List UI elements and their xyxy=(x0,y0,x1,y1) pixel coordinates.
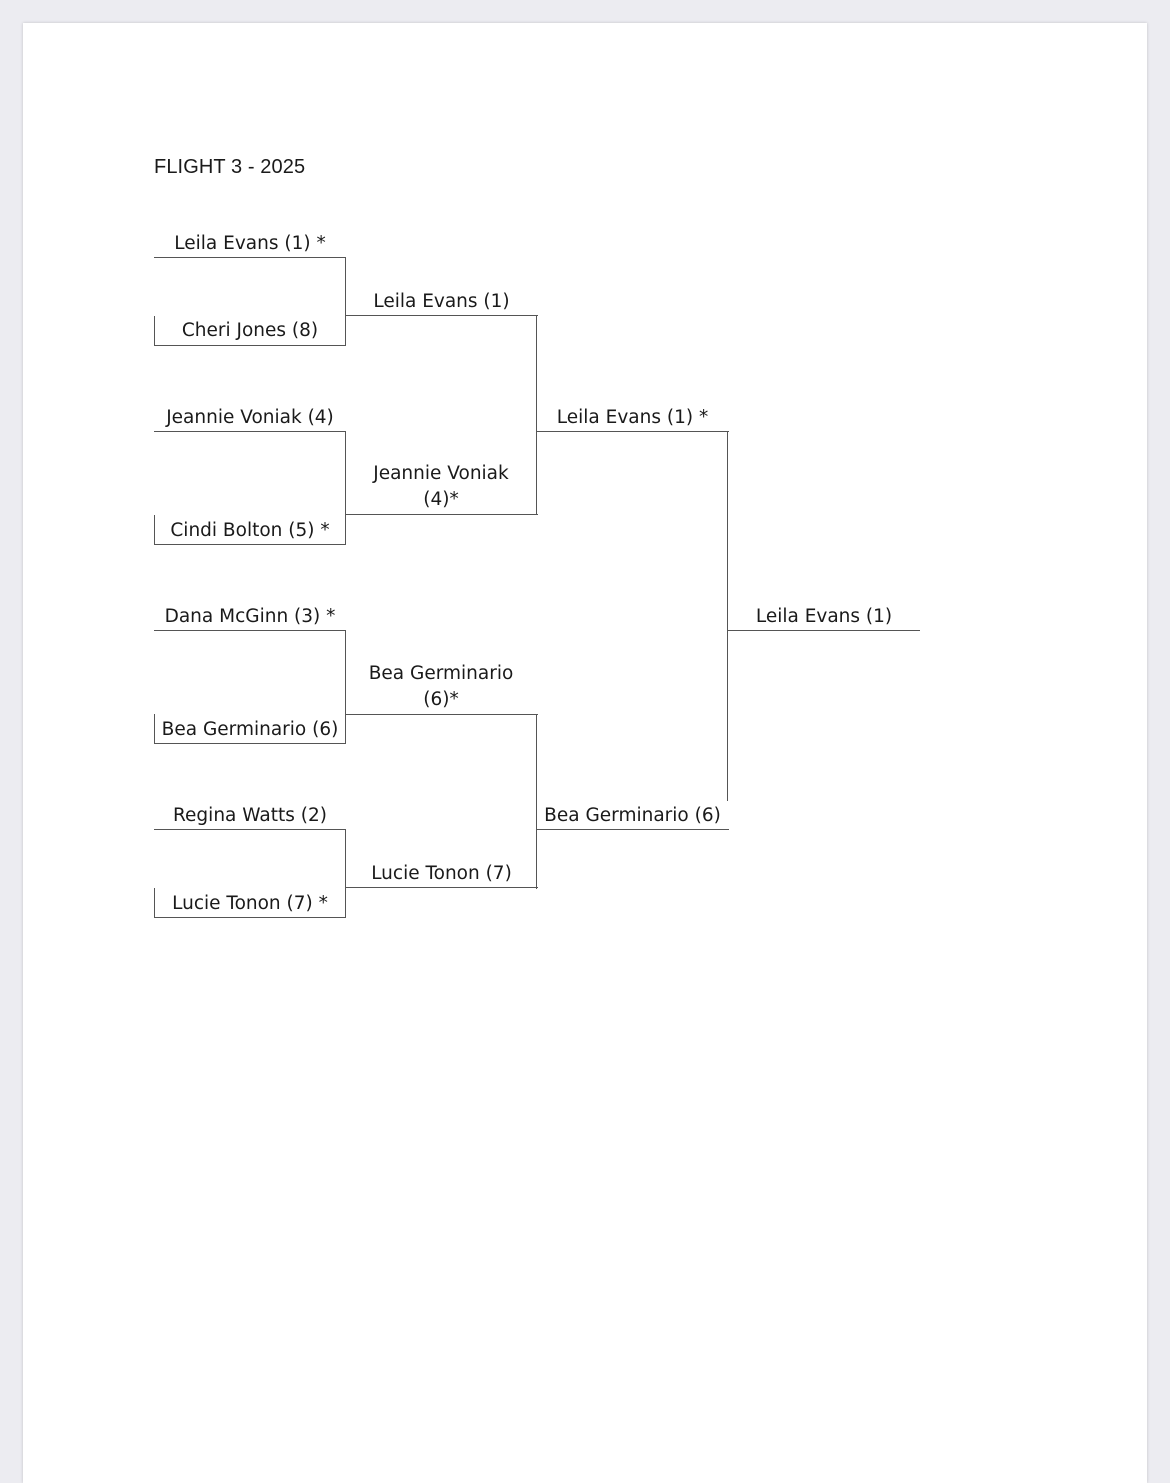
round1-entry: Cheri Jones (8) xyxy=(181,320,319,341)
round1-entry: Lucie Tonon (7) * xyxy=(172,893,328,914)
bracket-line xyxy=(346,315,538,317)
bracket-line xyxy=(346,514,538,516)
bracket-line xyxy=(154,888,156,918)
bracket-line xyxy=(536,315,538,515)
round1-entry: Jeannie Voniak (4) xyxy=(166,407,334,428)
round2-entry: Lucie Tonon (7) xyxy=(371,863,512,884)
round3-entry: Leila Evans (1) * xyxy=(556,407,709,428)
round1-entry: Leila Evans (1) * xyxy=(174,233,326,254)
bracket-line xyxy=(154,316,156,346)
bracket-line xyxy=(537,829,729,831)
bracket-line xyxy=(154,515,156,545)
round1-entry: Bea Germinario (6) xyxy=(161,719,339,740)
page-title: FLIGHT 3 - 2025 xyxy=(154,156,306,178)
bracket-line xyxy=(537,431,729,433)
bracket-line xyxy=(154,743,346,745)
bracket-line xyxy=(345,829,347,918)
round2-entry: Leila Evans (1) xyxy=(373,291,510,312)
bracket-line xyxy=(154,257,346,259)
bracket-line xyxy=(154,544,346,546)
round2-entry: Bea Germinario (6)* xyxy=(368,663,514,710)
bracket-line xyxy=(346,714,538,716)
round3-entry: Bea Germinario (6) xyxy=(544,805,721,826)
bracket-line xyxy=(728,630,920,632)
champion-entry: Leila Evans (1) xyxy=(755,606,893,627)
bracket-line xyxy=(346,887,538,889)
bracket-line xyxy=(345,257,347,346)
round1-entry: Dana McGinn (3) * xyxy=(164,606,336,627)
bracket-line xyxy=(154,714,156,744)
bracket-line xyxy=(154,829,346,831)
document-page xyxy=(23,23,1147,1483)
bracket-line xyxy=(154,917,346,919)
bracket-line xyxy=(345,431,347,545)
bracket-line xyxy=(727,431,729,801)
round1-entry: Cindi Bolton (5) * xyxy=(170,520,330,541)
bracket-line xyxy=(154,345,346,347)
bracket-line xyxy=(536,714,538,889)
round1-entry: Regina Watts (2) xyxy=(173,805,327,826)
bracket-line xyxy=(154,431,346,433)
bracket-line xyxy=(345,630,347,744)
bracket-line xyxy=(154,630,346,632)
round2-entry: Jeannie Voniak (4)* xyxy=(373,463,509,510)
